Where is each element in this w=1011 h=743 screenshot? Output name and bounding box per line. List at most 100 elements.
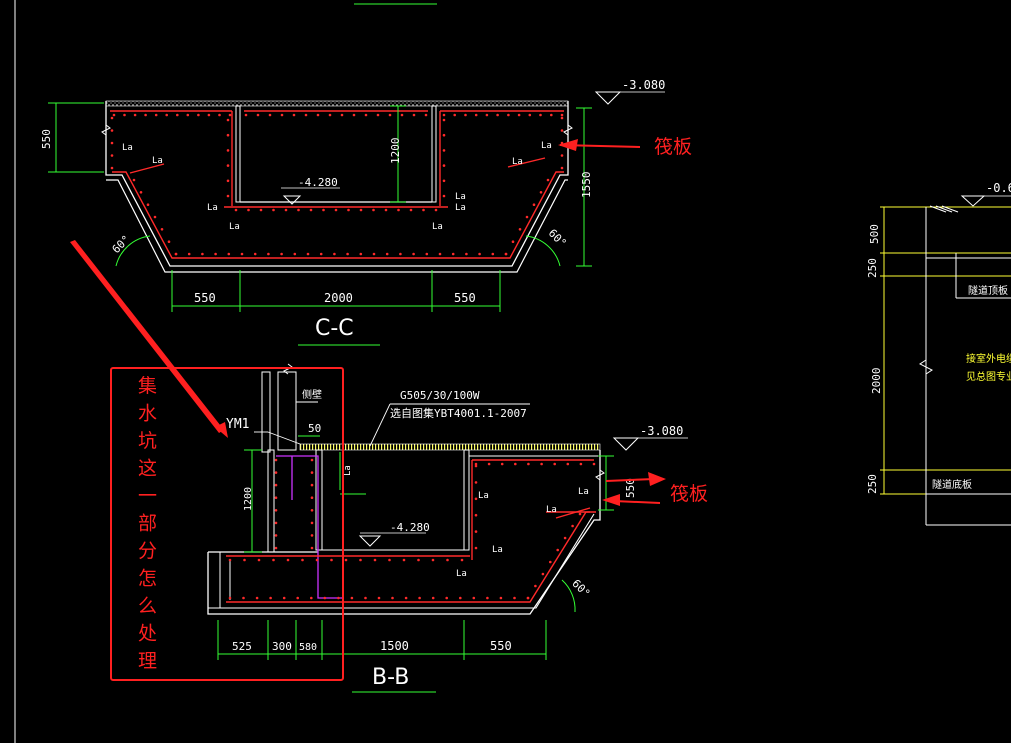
rebar-dot: [527, 462, 530, 466]
rebar-dot: [540, 462, 543, 466]
rebar-dot: [316, 113, 320, 117]
rebar-dot: [176, 113, 179, 117]
rebar-dot: [442, 164, 446, 167]
rebar-dot: [388, 558, 391, 562]
cc-top-elevation: -3.080: [622, 78, 665, 92]
rebar-dot: [518, 228, 522, 231]
rebar-dot: [310, 596, 313, 600]
rebar-dot: [372, 208, 375, 212]
bb-ref-line1: G505/30/100W: [400, 389, 480, 402]
rebar-dot: [344, 558, 348, 562]
rebar-dot: [571, 524, 574, 528]
rebar-dot: [517, 113, 521, 117]
rebar-dot: [442, 113, 446, 117]
cc-la-4: La: [229, 222, 240, 232]
bb-top-slab: [299, 443, 601, 451]
rebar-dot: [446, 558, 449, 562]
rebar-dot: [553, 462, 556, 466]
rebar-dot: [560, 154, 564, 157]
cc-la-2: La: [152, 156, 163, 166]
rebar-dot: [511, 240, 515, 243]
bb-la-3: La: [456, 569, 467, 579]
rebar-dot: [132, 178, 136, 182]
rebar-dot: [400, 113, 404, 117]
question-box: [110, 367, 344, 681]
right-dim-4: 250: [866, 474, 879, 494]
rebar-dot: [139, 191, 143, 194]
rebar-dot: [485, 113, 489, 117]
rebar-dot: [110, 166, 114, 170]
bb-la-6: La: [343, 465, 353, 476]
rebar-dot: [328, 113, 332, 117]
rebar-dot: [319, 252, 323, 256]
cc-la-7: La: [455, 203, 466, 213]
question-char: 处: [138, 623, 157, 645]
rebar-dot: [451, 252, 455, 256]
rebar-dot: [507, 113, 510, 117]
rebar-dot: [474, 513, 478, 517]
rebar-dot: [442, 149, 446, 152]
rebar-dot: [306, 252, 310, 256]
right-label-bottom: 隧道底板: [932, 478, 972, 491]
bb-dimensions: [217, 435, 614, 660]
rebar-dot: [207, 113, 211, 117]
cc-dimensions: [48, 102, 592, 312]
rebar-dot: [592, 462, 596, 466]
rebar-dot: [474, 464, 478, 468]
drawing-frame: [14, 0, 437, 743]
cc-dim-pit-height: 1200: [389, 138, 402, 165]
rebar-dot: [226, 179, 230, 183]
rebar-dot: [292, 113, 296, 117]
rebar-dot: [578, 512, 582, 516]
rebar-dot: [167, 240, 171, 243]
rebar-dot: [323, 596, 327, 600]
rebar-dot: [110, 141, 114, 145]
rebar-dot: [186, 113, 190, 117]
rebar-dot: [304, 113, 308, 117]
rebar-dot: [309, 208, 313, 212]
rebar-dot: [110, 154, 114, 157]
bb-rebar: [226, 459, 596, 603]
rebar-dot: [333, 252, 336, 256]
rebar-dot: [550, 113, 553, 117]
bb-ym-label: YM1: [226, 417, 249, 432]
rebar-dot: [242, 596, 245, 600]
rebar-dot: [228, 596, 232, 600]
cc-pit-wall-right: [431, 105, 437, 203]
bb-pit-elevation: -4.280: [390, 521, 430, 534]
rebar-dot: [296, 596, 300, 600]
cc-angle-right: 60°: [546, 227, 569, 250]
rebar-dot: [541, 572, 545, 576]
right-dim-3: 2000: [870, 368, 883, 395]
right-note-line2: 见总图专业图: [966, 370, 1011, 383]
rebar-dot: [310, 546, 314, 550]
rebar-dot: [438, 252, 442, 256]
rebar-dot: [286, 558, 290, 562]
bb-la-1: La: [478, 491, 489, 501]
rebar-dot: [486, 596, 489, 600]
cc-raft-label: 筏板: [654, 136, 692, 158]
rebar-dot: [197, 113, 200, 117]
bb-outer-outline: [207, 450, 601, 615]
rebar-dot: [532, 203, 536, 206]
bb-rebar-dots: [228, 458, 596, 600]
rebar-dot: [280, 252, 283, 256]
rebar-dot: [244, 113, 248, 117]
bb-ref-line2: 选自图集YBT4001.1-2007: [390, 406, 527, 420]
rebar-dot: [359, 252, 363, 256]
rebar-dot: [579, 462, 583, 466]
section-cc: -4.280 -3.080 La La La La La La La La La: [40, 78, 692, 346]
rebar-dot: [310, 471, 314, 474]
question-char: 集: [138, 375, 157, 397]
rebar-dot: [464, 113, 467, 117]
rebar-dot: [474, 113, 478, 117]
rebar-dot: [417, 558, 420, 562]
rebar-dot: [563, 536, 567, 540]
rebar-dot: [226, 194, 230, 198]
rebar-dot: [201, 252, 204, 256]
rebar-dot: [465, 252, 468, 256]
rebar-dot: [560, 166, 564, 170]
rebar-dot: [560, 116, 564, 120]
rebar-dot: [534, 584, 537, 588]
